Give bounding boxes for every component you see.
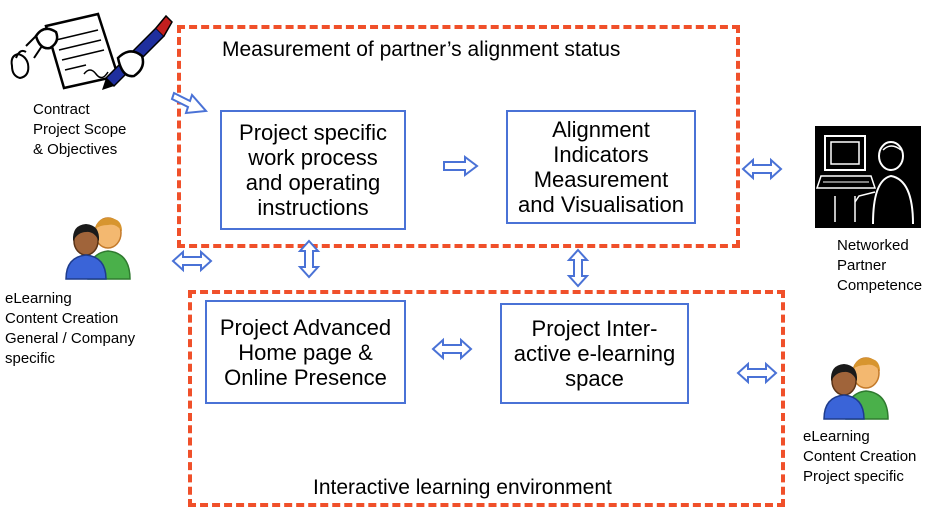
elearning-space-box: Project Inter- active e-learning space bbox=[500, 303, 689, 404]
work-to-indicators-arrow bbox=[443, 155, 479, 177]
person-at-computer-icon bbox=[815, 126, 921, 228]
indicators-networked-double-arrow bbox=[741, 157, 783, 181]
learning-environment-region bbox=[188, 290, 785, 507]
alignment-indicators-box: Alignment Indicators Measurement and Vis… bbox=[506, 110, 696, 224]
networked-partner-caption: Networked Partner Competence bbox=[837, 237, 923, 294]
general-elearning-double-arrow bbox=[171, 249, 213, 273]
alignment-measurement-region bbox=[177, 25, 740, 248]
homepage-box: Project Advanced Home page & Online Pres… bbox=[205, 300, 406, 404]
contract-signing-clipart-icon bbox=[10, 12, 173, 90]
two-people-users-icon bbox=[65, 217, 131, 280]
two-people-users-icon-right bbox=[823, 357, 889, 420]
project-elearning-double-arrow bbox=[736, 361, 778, 385]
alignment-measurement-title: Measurement of partner’s alignment statu… bbox=[222, 38, 621, 61]
work-process-vertical-double-arrow bbox=[297, 239, 321, 279]
contract-caption: Contract Project Scope & Objectives bbox=[33, 101, 127, 158]
project-elearning-caption: eLearning Content Creation Project speci… bbox=[803, 428, 917, 485]
indicators-vertical-double-arrow bbox=[566, 248, 590, 288]
learning-environment-title: Interactive learning environment bbox=[313, 476, 612, 499]
homepage-elearning-double-arrow bbox=[431, 337, 473, 361]
work-process-box: Project specific work process and operat… bbox=[220, 110, 406, 230]
general-elearning-caption: eLearning Content Creation General / Com… bbox=[5, 290, 136, 367]
contract-to-work-process-arrow bbox=[170, 91, 209, 115]
